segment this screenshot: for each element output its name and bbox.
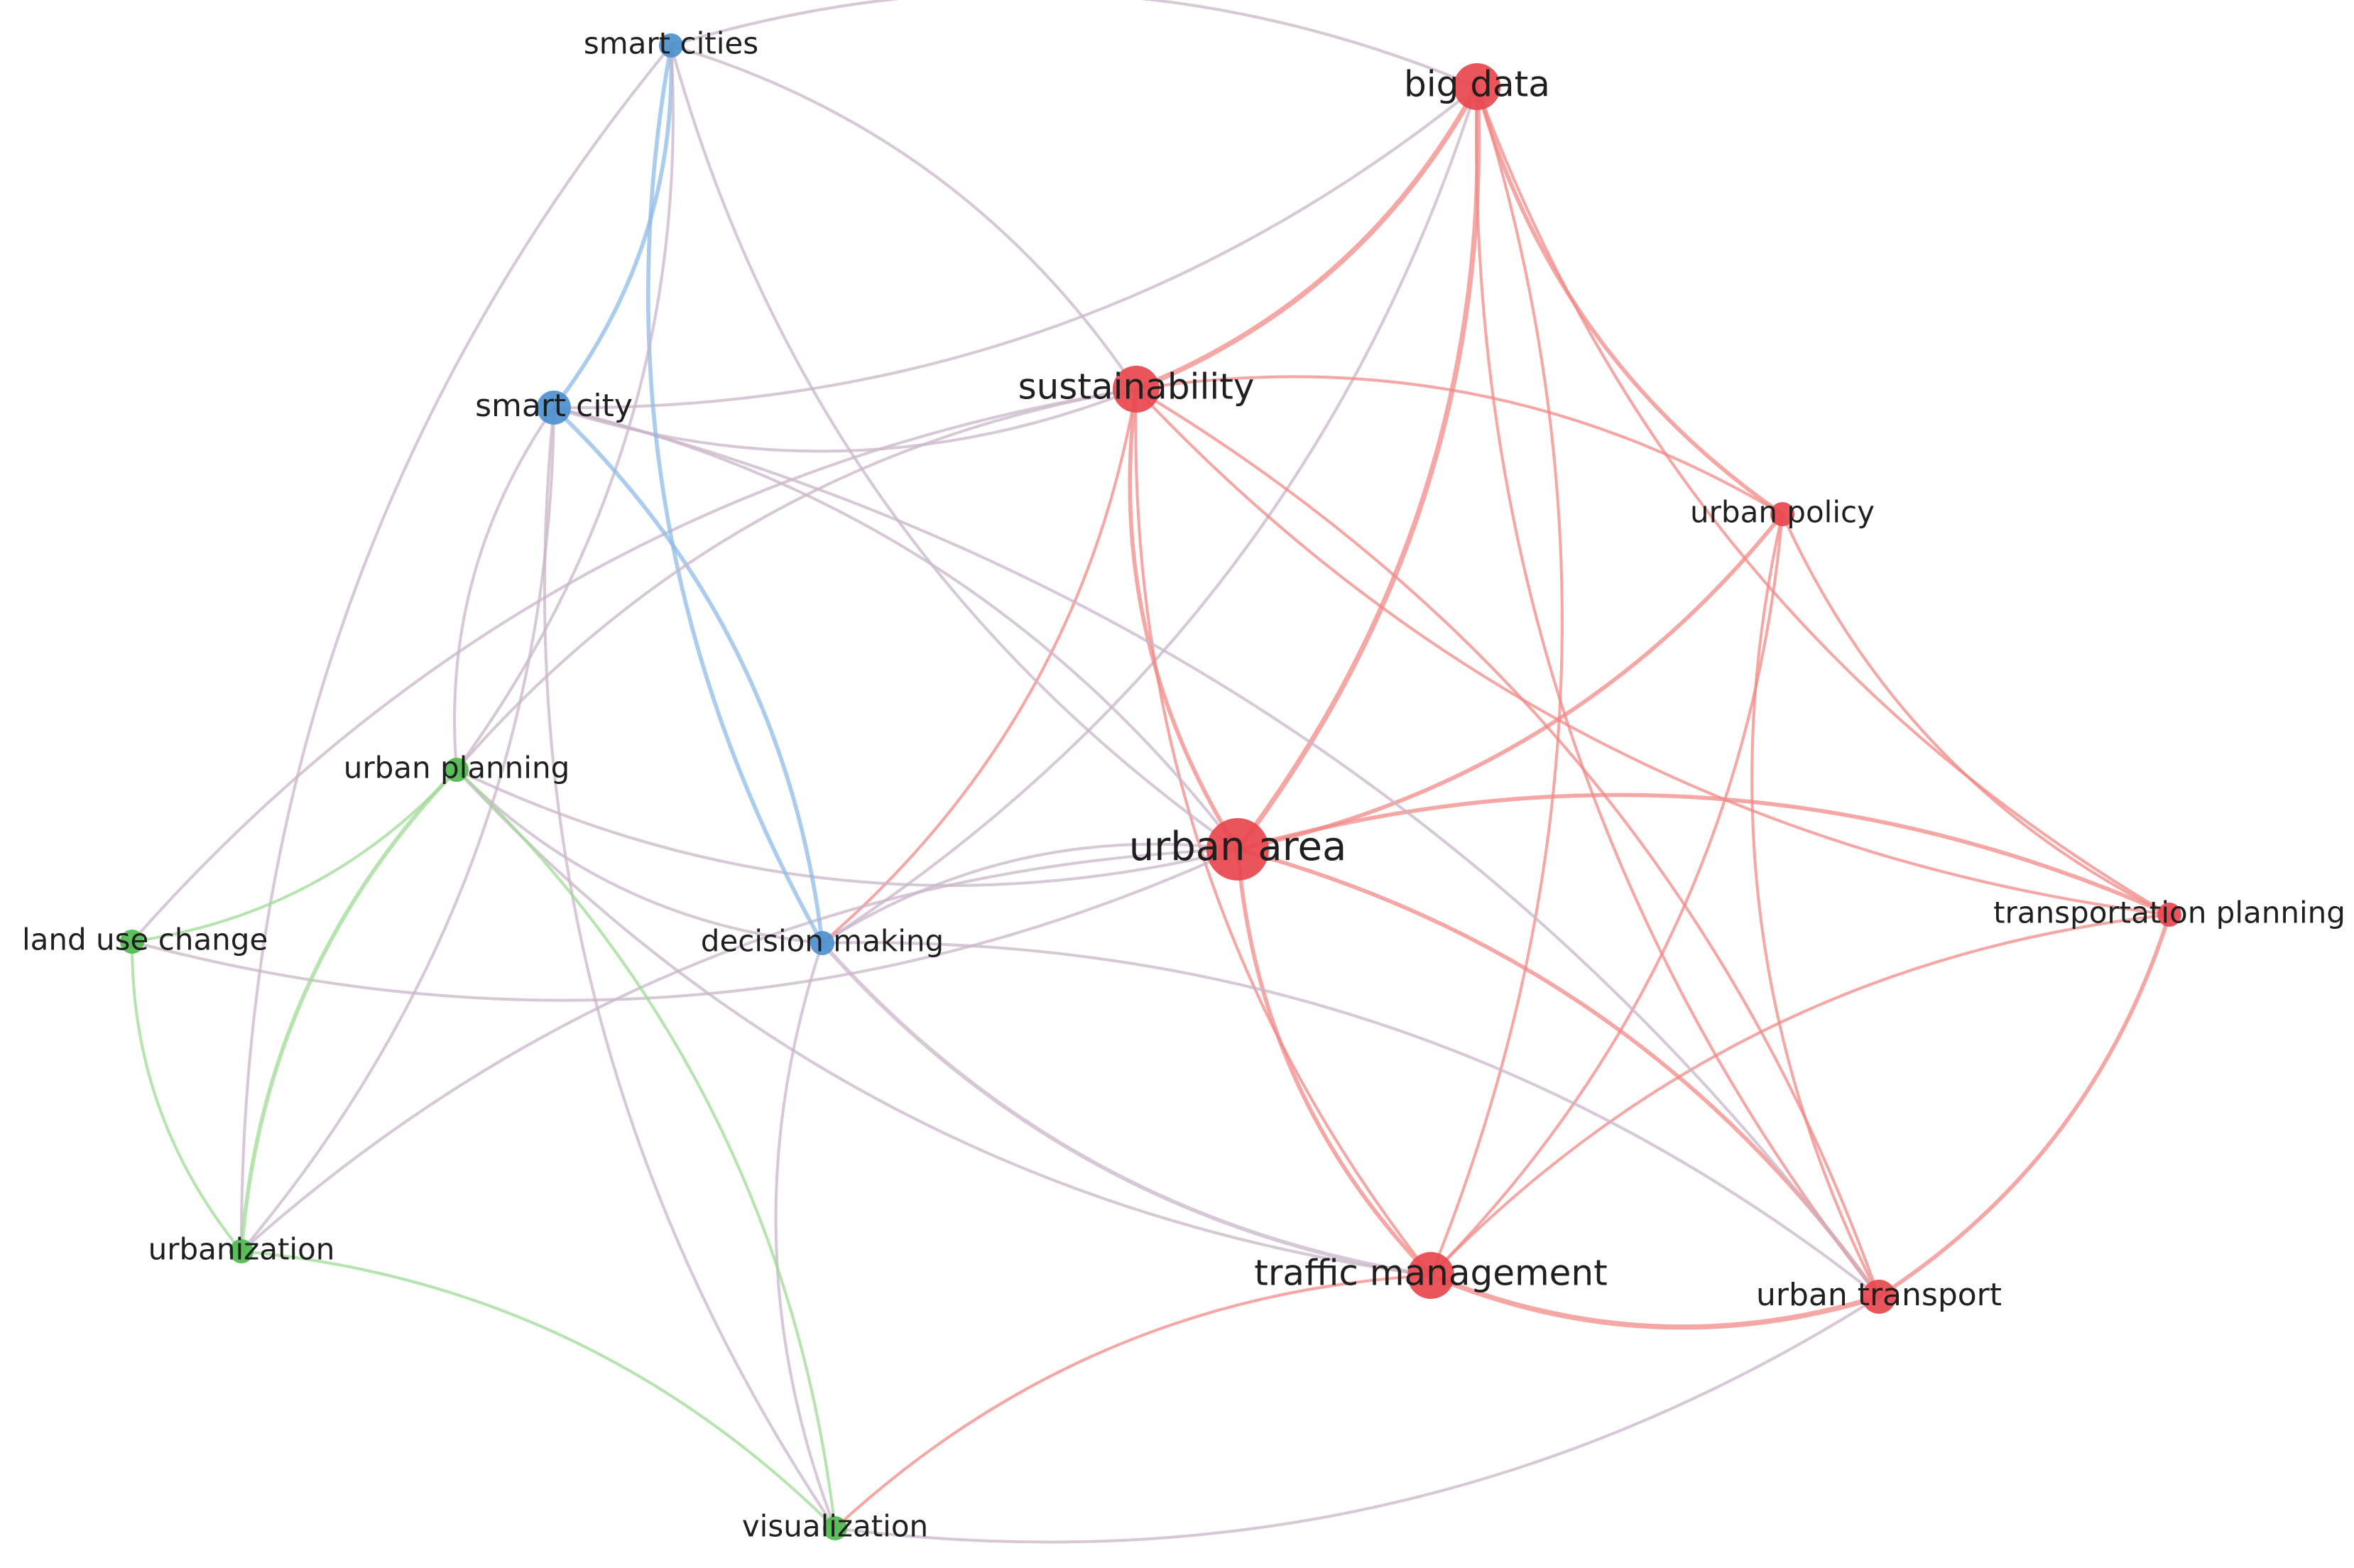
edge-smart-cities-urban-planning xyxy=(454,43,675,772)
edge-urban-policy-urban-transport xyxy=(1750,512,1881,1299)
node-label-smart-cities: smart cities xyxy=(584,26,758,61)
node-label-urban-policy: urban policy xyxy=(1690,495,1875,530)
edge-decision-making-urban-planning xyxy=(454,768,824,945)
node-label-decision-making: decision making xyxy=(701,924,944,959)
node-label-urban-area: urban area xyxy=(1129,824,1347,870)
edge-sustainability-smart-cities xyxy=(669,43,1138,391)
edge-big-data-smart-city xyxy=(552,85,1479,410)
edge-traffic-management-decision-making xyxy=(820,941,1433,1278)
edge-big-data-traffic-management xyxy=(1429,85,1564,1278)
edge-traffic-management-urban-planning xyxy=(454,768,1433,1278)
edge-smart-city-urban-planning xyxy=(452,405,556,772)
node-smart-cities[interactable] xyxy=(659,33,683,58)
node-big-data[interactable] xyxy=(1454,63,1500,110)
edge-urban-planning-urbanization xyxy=(239,768,459,1253)
node-urban-transport[interactable] xyxy=(1862,1280,1896,1314)
node-urbanization[interactable] xyxy=(229,1239,254,1263)
edge-sustainability-urban-policy xyxy=(1134,375,1784,516)
edge-visualization-urban-planning xyxy=(454,768,837,1530)
edge-big-data-sustainability xyxy=(1133,84,1480,392)
node-label-sustainability: sustainability xyxy=(1018,366,1255,408)
edge-decision-making-visualization xyxy=(774,941,837,1530)
nodes-layer xyxy=(120,33,2181,1540)
edge-smart-city-urbanization xyxy=(239,405,556,1253)
edge-land-use-change-urbanization xyxy=(130,940,244,1253)
edge-smart-city-decision-making xyxy=(552,405,824,945)
edge-big-data-smart-cities xyxy=(669,0,1479,89)
edge-big-data-urban-transport xyxy=(1475,85,1881,1299)
node-urban-area[interactable] xyxy=(1206,818,1269,881)
edge-urban-transport-smart-city xyxy=(552,405,1881,1299)
edge-sustainability-transportation-planning xyxy=(1134,387,2172,917)
edge-urban-area-urbanization xyxy=(239,847,1240,1253)
node-urban-planning[interactable] xyxy=(445,758,469,782)
edge-urban-area-smart-cities xyxy=(669,43,1240,851)
node-label-urban-planning: urban planning xyxy=(344,751,570,785)
edge-urban-policy-transportation-planning xyxy=(1780,512,2172,917)
edge-urban-area-urban-planning xyxy=(454,768,1240,887)
node-smart-city[interactable] xyxy=(537,391,571,425)
node-visualization[interactable] xyxy=(823,1516,847,1540)
node-label-traffic-management: traffic management xyxy=(1254,1253,1607,1294)
edge-urbanization-visualization xyxy=(239,1249,837,1530)
node-urban-policy[interactable] xyxy=(1770,502,1794,526)
edge-big-data-urban-policy xyxy=(1475,85,1784,516)
node-label-urban-transport: urban transport xyxy=(1756,1277,2002,1313)
edge-big-data-transportation-planning xyxy=(1475,85,2172,917)
edge-big-data-decision-making xyxy=(820,85,1479,945)
edge-sustainability-traffic-management xyxy=(1134,387,1433,1278)
edge-urban-transport-visualization xyxy=(833,1295,1881,1544)
node-land-use-change[interactable] xyxy=(120,930,144,954)
edge-transportation-planning-urban-transport xyxy=(1877,913,2172,1299)
edge-smart-cities-decision-making xyxy=(645,43,824,945)
edge-urban-policy-traffic-management xyxy=(1429,512,1784,1278)
node-traffic-management[interactable] xyxy=(1407,1252,1454,1299)
edge-urban-area-traffic-management xyxy=(1236,847,1433,1278)
node-decision-making[interactable] xyxy=(810,931,834,955)
labels-layer: big data sustainability urban policy urban … xyxy=(22,26,2345,1544)
node-label-visualization: visualization xyxy=(742,1509,928,1544)
edge-smart-cities-urbanization xyxy=(239,43,673,1253)
node-label-big-data: big data xyxy=(1404,64,1550,105)
edges-layer xyxy=(130,0,2172,1544)
edge-transportation-planning-traffic-management xyxy=(1429,913,2172,1278)
edge-big-data-urban-area xyxy=(1235,84,1481,852)
node-label-smart-city: smart city xyxy=(475,388,633,424)
edge-urban-area-land-use-change xyxy=(130,847,1240,1002)
edge-urban-area-transportation-planning xyxy=(1236,793,2172,917)
edge-sustainability-decision-making xyxy=(820,387,1138,945)
edge-urban-planning-land-use-change xyxy=(130,768,459,944)
node-sustainability[interactable] xyxy=(1113,366,1160,413)
edge-traffic-management-visualization xyxy=(833,1273,1433,1530)
edge-urban-transport-decision-making xyxy=(820,941,1881,1299)
node-transportation-planning[interactable] xyxy=(2157,903,2181,927)
node-label-transportation-planning: transportation planning xyxy=(1993,895,2345,930)
node-label-land-use-change: land use change xyxy=(22,922,268,957)
edge-smart-city-visualization xyxy=(543,405,837,1530)
edge-urban-planning-sustainability xyxy=(454,387,1138,772)
edge-sustainability-urban-area xyxy=(1128,387,1240,851)
node-label-urbanization: urbanization xyxy=(148,1232,335,1267)
edge-sustainability-land-use-change xyxy=(130,387,1138,944)
edge-urban-area-decision-making xyxy=(820,842,1240,945)
edge-smart-cities-smart-city xyxy=(552,43,674,410)
edge-traffic-management-urban-transport xyxy=(1428,1273,1882,1330)
